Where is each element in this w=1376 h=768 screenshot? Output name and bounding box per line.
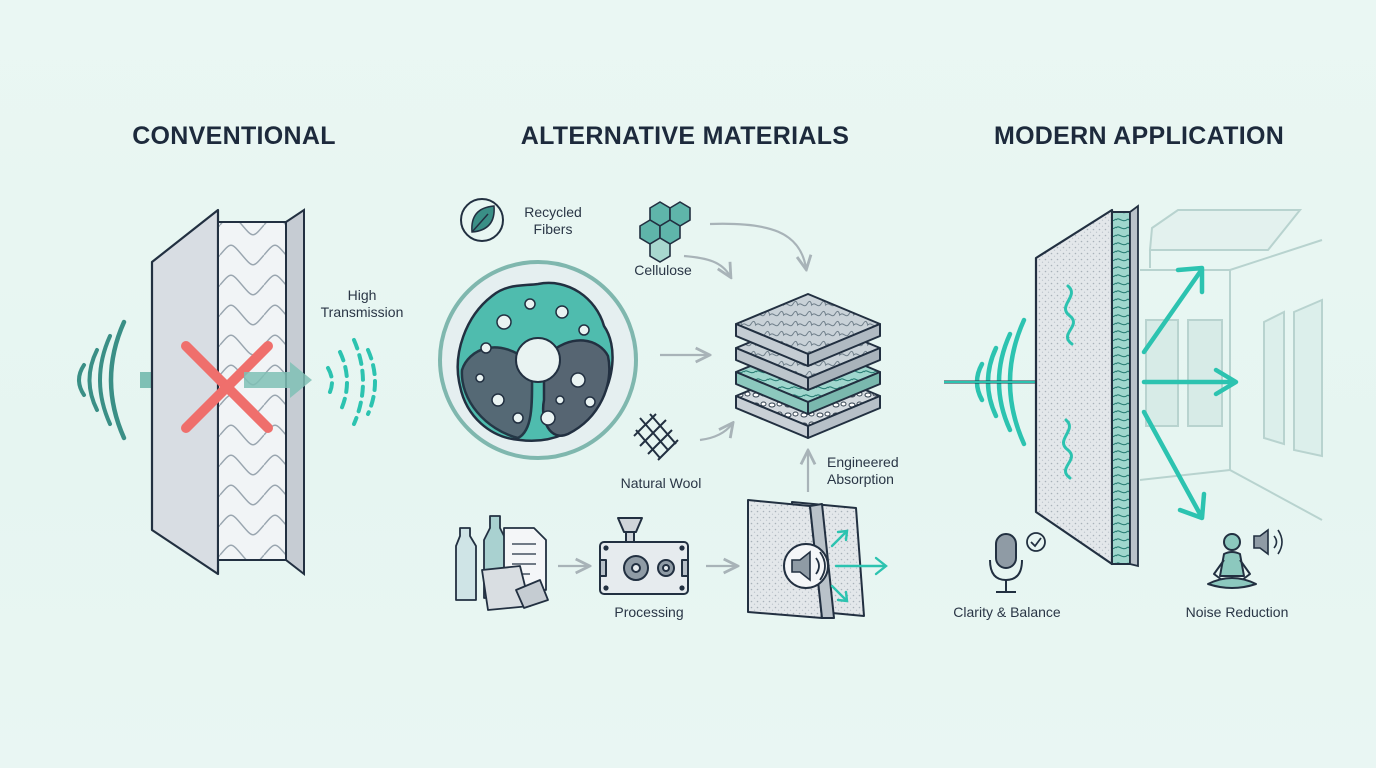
label-cellulose: Cellulose <box>634 262 692 278</box>
label-recycled-fibers-line1: Recycled <box>524 204 582 220</box>
room-outline <box>1139 209 1323 521</box>
incoming-sound-waves <box>77 319 127 441</box>
modern-acoustic-panel <box>1034 208 1114 566</box>
layered-absorber-stack <box>735 293 881 439</box>
label-recycled-fibers: Recycled Fibers <box>524 204 582 238</box>
label-high-transmission-line2: Transmission <box>320 304 404 320</box>
absorbed-sound-arrows <box>830 529 888 603</box>
absorbed-squiggles <box>1062 284 1075 480</box>
processing-machine-icon <box>599 517 689 595</box>
heading-conventional: CONVENTIONAL <box>132 122 336 150</box>
recycled-fiber-disc <box>438 260 638 460</box>
modern-panel-back <box>1129 204 1139 568</box>
alternative-section <box>438 198 888 619</box>
transmitted-arrow <box>244 362 312 398</box>
noise-speaker-icon <box>1253 528 1283 556</box>
blocked-cross-icon <box>181 341 273 433</box>
recycled-waste-icon <box>455 515 549 611</box>
label-natural-wool: Natural Wool <box>620 475 702 491</box>
heading-modern-application: MODERN APPLICATION <box>993 122 1285 150</box>
meditation-person-icon <box>1207 533 1257 589</box>
label-high-transmission-line1: High <box>347 287 377 303</box>
conventional-front-panel <box>150 208 220 576</box>
transmitted-sound-waves <box>326 338 377 426</box>
heading-alternative-materials: ALTERNATIVE MATERIALS <box>520 122 850 150</box>
microphone-icon <box>989 533 1023 593</box>
check-icon <box>1026 532 1046 552</box>
label-clarity-balance: Clarity & Balance <box>953 604 1061 620</box>
diffused-arrows <box>1141 265 1239 521</box>
leaf-icon <box>460 198 504 242</box>
woven-wool-icon <box>633 413 679 461</box>
label-processing: Processing <box>614 604 684 620</box>
label-recycled-fibers-line2: Fibers <box>533 221 573 237</box>
label-noise-reduction: Noise Reduction <box>1185 604 1289 620</box>
modern-section <box>944 204 1323 593</box>
conventional-section <box>77 208 377 577</box>
modern-panel-core <box>1111 211 1131 565</box>
label-engineered-absorption-line1: Engineered <box>827 454 899 470</box>
hexagon-molecule-icon <box>639 201 691 263</box>
speaker-icon <box>783 543 829 589</box>
label-engineered-absorption-line2: Absorption <box>827 471 894 487</box>
label-engineered-absorption: Engineered Absorption <box>827 454 899 488</box>
flow-arrows <box>558 222 808 566</box>
label-high-transmission: High Transmission <box>321 287 404 321</box>
